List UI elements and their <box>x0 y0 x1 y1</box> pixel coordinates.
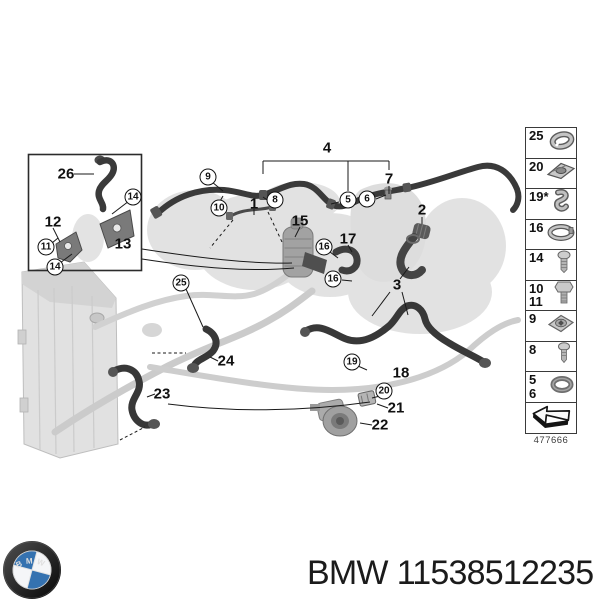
callout-22: 22 <box>371 416 389 434</box>
hose-3 <box>396 233 426 280</box>
callout-15: 15 <box>291 212 309 230</box>
callout-17: 17 <box>339 230 357 248</box>
bmw-roundel-logo: BMW <box>3 541 61 599</box>
callout-21: 21 <box>387 399 405 417</box>
callout-24: 24 <box>217 352 235 370</box>
legend-label: 8 <box>529 341 537 357</box>
callout-circle-16a: 16 <box>315 238 333 256</box>
part-7 <box>384 189 392 200</box>
legend-row-arrow <box>526 403 576 434</box>
direction-arrow-icon <box>528 401 574 434</box>
hose-1 <box>229 205 274 218</box>
callout-circle-25: 25 <box>172 274 190 292</box>
clip-nut-icon <box>546 310 576 341</box>
pan-head-screw-icon <box>550 249 576 280</box>
hose-18 <box>302 301 486 365</box>
elbow-17 <box>332 245 361 275</box>
callout-4: 4 <box>322 139 332 157</box>
leader-lines <box>51 160 423 441</box>
legend-row-20: 20 <box>526 158 576 189</box>
legend-label: 14 <box>529 250 544 265</box>
retaining-clip-icon <box>546 127 576 158</box>
fastener-legend-table: 25 20 19* 16 14 <box>525 127 577 434</box>
brand-name: BMW <box>307 554 389 592</box>
radiator <box>17 261 119 459</box>
callout-circle-6: 6 <box>358 190 376 208</box>
callout-13: 13 <box>114 235 132 253</box>
callout-23: 23 <box>153 385 171 403</box>
callout-2: 2 <box>417 201 427 219</box>
hook-clip-icon <box>548 188 576 219</box>
callout-circle-14b: 14 <box>46 258 64 276</box>
hex-bolt-icon <box>552 279 576 311</box>
drawing-number: 477666 <box>533 435 569 446</box>
hose-clamp-icon <box>546 219 576 250</box>
legend-row-8: 8 <box>526 341 576 372</box>
callout-7: 7 <box>384 170 394 188</box>
pump-15 <box>282 226 314 278</box>
legend-label: 19* <box>529 189 549 204</box>
o-ring-icon <box>548 371 576 402</box>
callout-circle-10: 10 <box>210 199 228 217</box>
pan-head-screw-icon <box>550 341 576 372</box>
legend-row-25: 25 <box>526 128 576 159</box>
callout-circle-9: 9 <box>199 168 217 186</box>
hose-23 <box>110 364 156 429</box>
callout-circle-20: 20 <box>375 382 393 400</box>
roundel-quarters <box>12 550 52 590</box>
light-hose-lower-left <box>51 287 316 436</box>
ribbed-hose <box>302 252 327 274</box>
hose-26 <box>95 157 117 213</box>
spring-clamp-icon <box>546 158 576 189</box>
legend-label: 25 <box>529 128 544 143</box>
legend-row-16: 16 <box>526 219 576 250</box>
callout-1: 1 <box>249 195 259 213</box>
hose-24 <box>190 325 220 370</box>
legend-row-19: 19* <box>526 188 576 220</box>
callout-18: 18 <box>392 364 410 382</box>
callout-circle-5: 5 <box>339 191 357 209</box>
legend-label: 20 <box>529 158 544 174</box>
callout-circle-19: 19 <box>343 353 361 371</box>
installed-coolant-pipes <box>51 269 521 436</box>
callout-circle-8: 8 <box>266 191 284 209</box>
callout-12: 12 <box>44 213 62 231</box>
light-hose-mid <box>92 269 295 330</box>
callout-circle-16b: 16 <box>324 270 342 288</box>
callout-circle-14a: 14 <box>124 188 142 206</box>
part-number: 11538512235 <box>396 554 594 592</box>
legend-label: 9 <box>529 311 537 326</box>
callout-3: 3 <box>392 276 402 294</box>
legend-row-9: 9 <box>526 311 576 342</box>
clip-21 <box>357 390 377 407</box>
callout-26: 26 <box>57 165 75 183</box>
legend-label: 16 <box>529 219 544 235</box>
callout-circle-11: 11 <box>37 238 55 256</box>
detail-inset-box <box>27 153 143 272</box>
legend-row-14: 14 <box>526 250 576 281</box>
